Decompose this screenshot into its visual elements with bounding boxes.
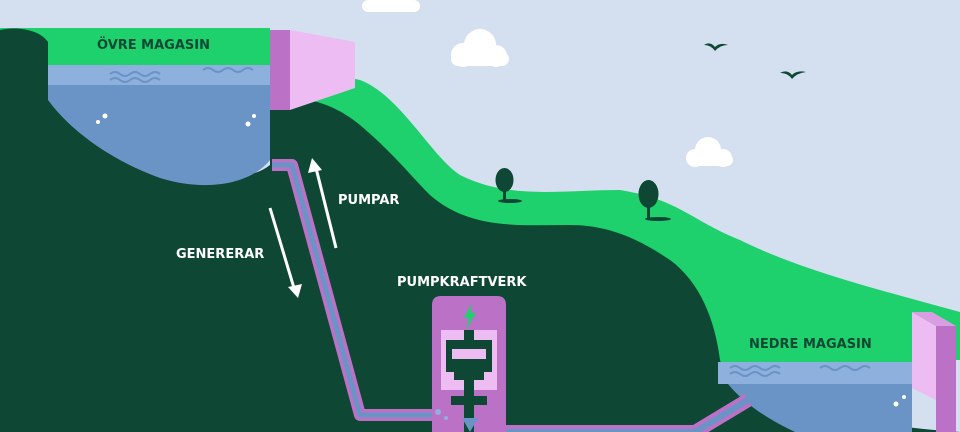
tree-icon — [638, 180, 671, 221]
cloud-icon — [686, 137, 733, 167]
tree-icon — [495, 168, 522, 203]
bubble-icon — [245, 121, 251, 127]
bird-icon — [780, 71, 806, 79]
bubble-icon — [435, 409, 441, 415]
generate-arrow-icon — [268, 207, 302, 298]
upper-reservoir-surface — [48, 65, 270, 85]
bubble-icon — [444, 416, 448, 420]
lower-dam-front — [936, 326, 956, 432]
upper-grass — [0, 28, 270, 65]
bubble-icon — [893, 401, 899, 407]
mountain — [0, 28, 880, 432]
bird-icon — [704, 43, 728, 51]
bubble-icon — [96, 120, 100, 124]
upper-dam-side — [290, 30, 355, 110]
grass-hill — [255, 78, 960, 360]
wave-icon — [109, 71, 161, 77]
upper-reservoir-label: ÖVRE MAGASIN — [97, 37, 210, 53]
lower-dam-top — [912, 312, 956, 326]
upper-dam-front — [270, 30, 290, 110]
power-station — [432, 296, 506, 432]
lower-grass — [700, 345, 912, 362]
upper-reservoir-water — [48, 85, 270, 186]
power-station-label: PUMPKRAFTVERK — [397, 275, 527, 290]
wave-icon — [729, 365, 781, 371]
lower-reservoir-label: NEDRE MAGASIN — [749, 337, 872, 352]
lightning-icon — [464, 304, 476, 330]
bubble-icon — [102, 113, 108, 119]
cloud-icon — [451, 29, 509, 67]
bubble-icon — [252, 114, 256, 118]
wave-icon — [109, 77, 161, 83]
lower-reservoir-water — [728, 384, 912, 432]
wave-icon — [729, 371, 781, 377]
lower-reservoir-surface — [718, 362, 912, 384]
lower-dam-side — [912, 312, 936, 400]
pumping-label: PUMPAR — [338, 193, 399, 208]
pump-arrow-icon — [308, 158, 338, 249]
tailrace-water — [505, 397, 750, 432]
water-outlet — [462, 418, 478, 432]
wave-icon — [202, 67, 254, 73]
penstock-water — [272, 162, 455, 418]
generating-label: GENERERAR — [176, 247, 264, 262]
wave-icon — [819, 365, 871, 371]
bubble-icon — [902, 395, 906, 399]
cloud-icon — [362, 0, 420, 12]
